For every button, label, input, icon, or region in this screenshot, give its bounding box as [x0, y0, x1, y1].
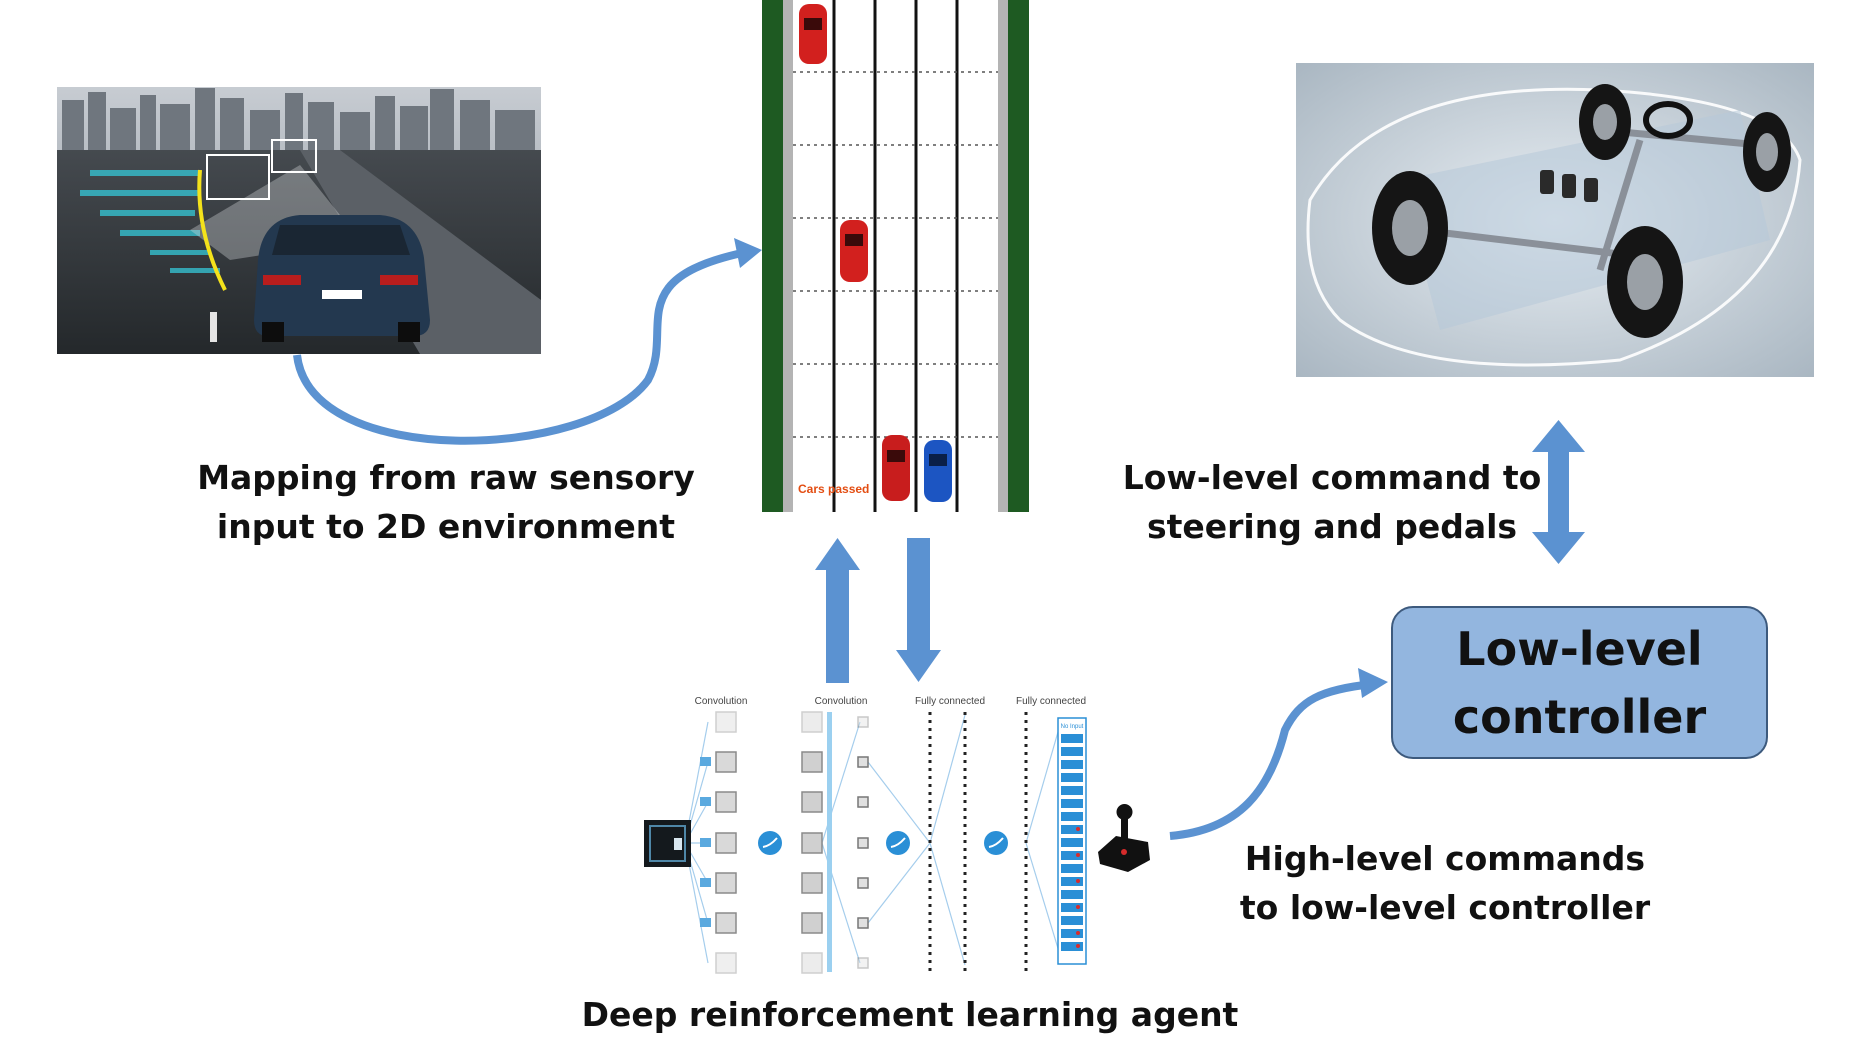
down-arrow	[896, 538, 941, 682]
command-arrow-head	[1358, 668, 1388, 698]
output-action-list: No Input	[1057, 717, 1087, 965]
road-simulator-image: Cars passed	[762, 0, 1029, 512]
chassis-wheel	[1579, 84, 1631, 160]
conv2-feature-maps	[801, 711, 823, 974]
mapping-arrow-head	[734, 238, 762, 268]
mapping-arrow	[293, 249, 743, 445]
chassis-wheel	[1607, 226, 1683, 338]
layer-label: Convolution	[695, 696, 748, 707]
caption-line: to low-level controller	[1239, 888, 1651, 927]
controller-line: controller	[1452, 689, 1707, 744]
agent-caption: Deep reinforcement learning agent	[581, 995, 1239, 1034]
high-level-command-caption: High-level commands to low-level control…	[1230, 834, 1660, 932]
conv1-feature-maps	[715, 711, 737, 974]
chassis-wheel	[1372, 171, 1448, 285]
chassis-image	[1296, 63, 1814, 377]
layer-label: Convolution	[815, 696, 868, 707]
up-arrow	[815, 538, 860, 683]
layer-label: Fully connected	[915, 696, 985, 707]
camera-scene-image	[57, 87, 541, 354]
steering-wheel-icon	[1643, 101, 1693, 139]
low-level-command-caption: Low-level command to steering and pedals	[1102, 453, 1562, 551]
mapping-caption: Mapping from raw sensory input to 2D env…	[186, 453, 706, 551]
sim-car-red	[799, 4, 827, 64]
layer-label: Fully connected	[1016, 696, 1086, 707]
controller-line: Low-level	[1456, 621, 1703, 676]
activation-icon	[886, 831, 910, 855]
fully-connected-layer	[928, 712, 967, 972]
low-level-controller-box: Low-level controller	[1391, 606, 1768, 759]
input-frame-icon	[644, 820, 691, 867]
caption-line: High-level commands	[1244, 839, 1646, 878]
sim-overlay-text: Cars passed	[798, 482, 869, 496]
chassis-wheel	[1743, 112, 1791, 192]
sim-car-red	[882, 435, 910, 501]
activation-icon	[984, 831, 1008, 855]
activation-icon	[758, 831, 782, 855]
caption-line: input to 2D environment	[216, 507, 676, 546]
caption-line: Mapping from raw sensory	[197, 458, 695, 497]
sim-car-blue	[924, 440, 952, 502]
caption-line: Low-level command to	[1122, 458, 1542, 497]
sim-car-red	[840, 220, 868, 282]
command-arrow	[1169, 680, 1373, 840]
bidirectional-arrow	[1532, 420, 1585, 564]
joystick-icon	[1098, 804, 1150, 872]
caption-line: steering and pedals	[1146, 507, 1518, 546]
pedals-icon	[1540, 170, 1598, 202]
neural-network-diagram: Convolution Convolution Fully connected …	[644, 696, 1150, 974]
output-header: No Input	[1061, 724, 1084, 730]
